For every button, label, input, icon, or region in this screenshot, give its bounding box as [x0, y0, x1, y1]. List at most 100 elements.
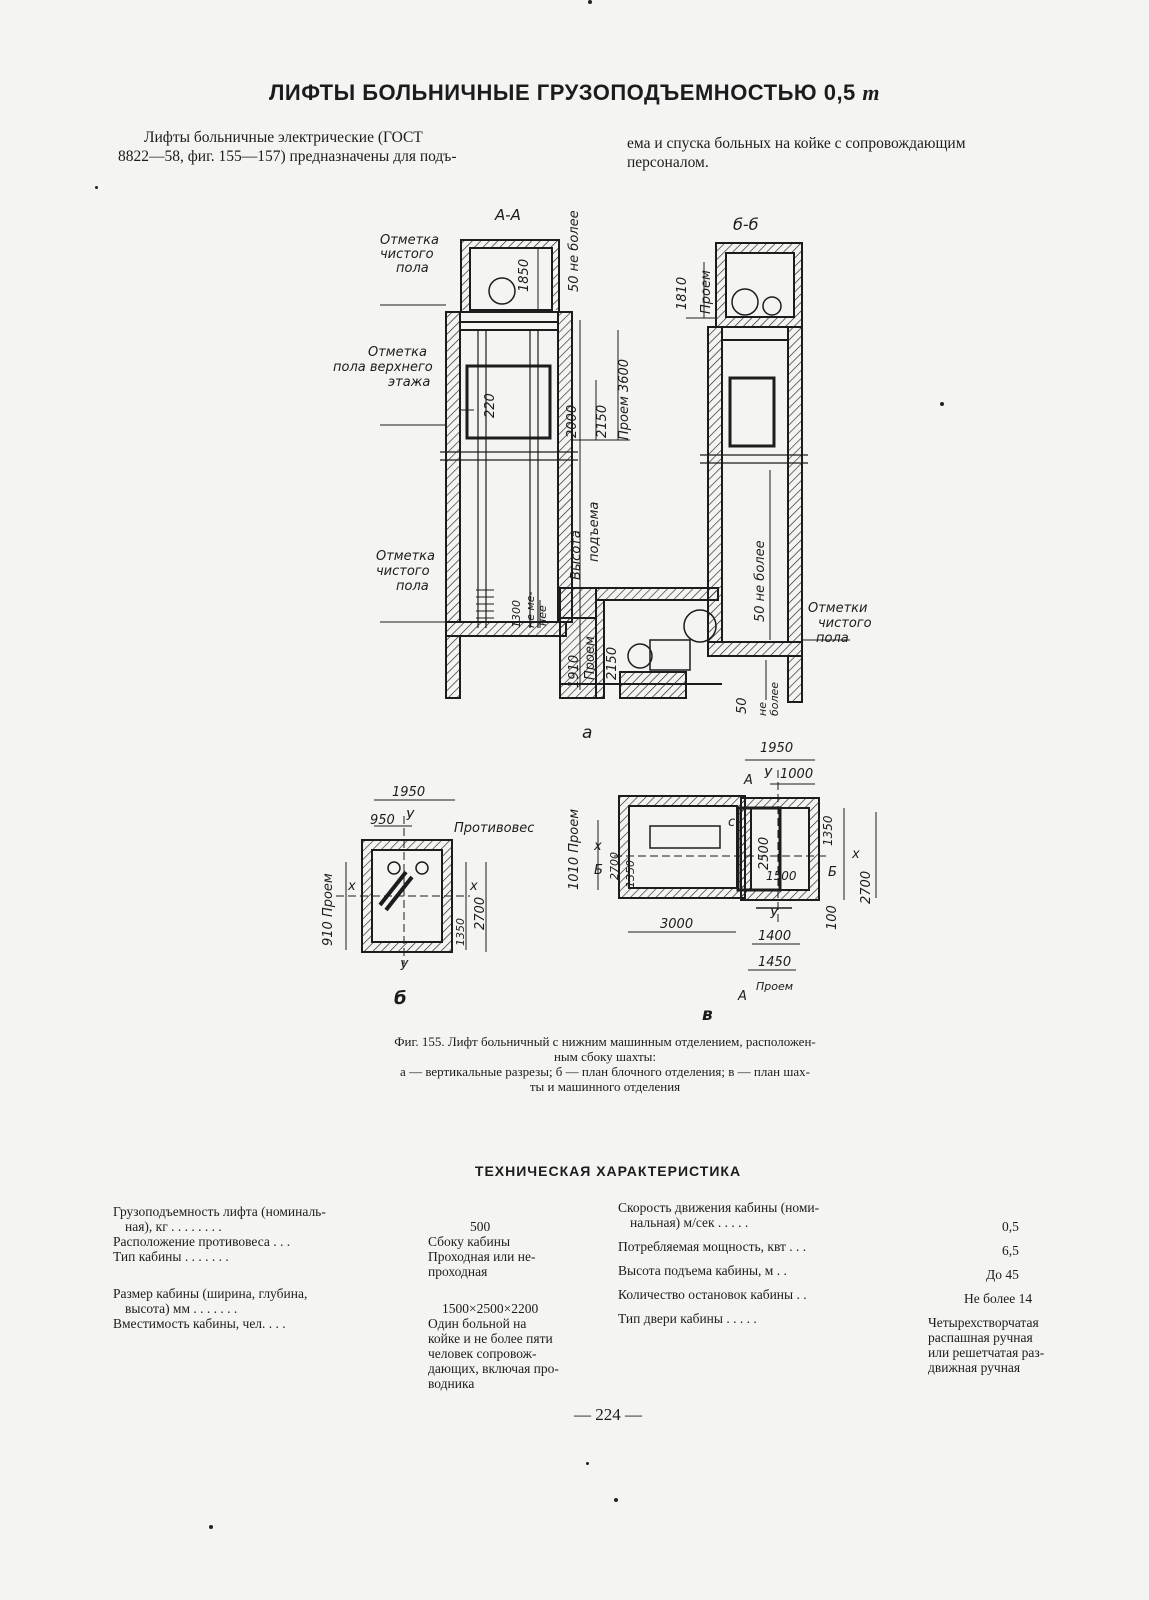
- label-upper-floor-c: этажа: [388, 375, 430, 390]
- fig-label-v: в: [702, 1005, 713, 1025]
- label-clean-floor-2c: пола: [396, 579, 429, 594]
- spec-height-value: До 45: [986, 1267, 1019, 1282]
- fig-label-a: а: [582, 723, 592, 743]
- tech-title: ТЕХНИЧЕСКАЯ ХАРАКТЕРИСТИКА: [474, 1163, 742, 1179]
- spec-right-labels: Скорость движения кабины (номи- нальная)…: [618, 1200, 908, 1326]
- dim-lift-height-a: Высота: [569, 530, 584, 580]
- dim-not-more-b: более: [768, 682, 781, 716]
- dim-1300: 1300: [510, 600, 523, 628]
- label-clean-floor-2a: Отметка: [376, 549, 435, 564]
- label-clean-floors-c: пола: [816, 631, 849, 646]
- scan-speck: [614, 1498, 618, 1502]
- plan-b: [336, 799, 487, 964]
- spec-load-label2: ная), кг . . . . . . . .: [125, 1219, 222, 1234]
- spec-speed-value: 0,5: [1002, 1219, 1019, 1234]
- plan-v-100: 100: [825, 905, 840, 930]
- dim-2000: 2000: [565, 405, 580, 438]
- spec-capacity-value2: койке и не более пяти: [428, 1331, 553, 1346]
- dim-not-less-a: не ме-: [524, 591, 537, 628]
- scan-speck: [586, 1462, 589, 1465]
- page-title: ЛИФТЫ БОЛЬНИЧНЫЕ ГРУЗОПОДЪЕМНОСТЬЮ 0,5 т: [0, 80, 1149, 106]
- label-section-aa: А-А: [494, 206, 521, 224]
- plan-v-a-bottom: А: [737, 989, 747, 1004]
- plan-b-y-bottom: У: [400, 959, 409, 974]
- plan-b-counterweight: Противовес: [454, 821, 534, 836]
- spec-door-value2: распашная ручная: [928, 1330, 1033, 1345]
- spec-capacity-value5: водника: [428, 1376, 475, 1391]
- plan-v-3000: 3000: [660, 917, 693, 932]
- spec-power-label: Потребляемая мощность, квт . . .: [618, 1239, 807, 1254]
- dim-50-max: 50 не более: [567, 210, 582, 292]
- fig-label-b: б: [394, 988, 407, 1009]
- spec-speed-label1: Скорость движения кабины (номи-: [618, 1200, 820, 1215]
- spec-cabtype-value2: проходная: [428, 1264, 488, 1279]
- plan-v-a-top: А: [743, 773, 753, 788]
- plan-v-y-top: У: [764, 767, 773, 782]
- section-bb-shaft: [700, 242, 808, 703]
- spec-left-labels: Грузоподъемность лифта (номиналь- ная), …: [113, 1204, 403, 1331]
- dim-50-max-b: 50 не более: [753, 540, 768, 622]
- caption-line3: а — вертикальные разрезы; б — план блочн…: [400, 1064, 810, 1079]
- spec-cabtype-value1: Проходная или не-: [428, 1249, 536, 1264]
- label-clean-floor-2b: чистого: [376, 564, 430, 579]
- spec-capacity-value3: человек сопровож-: [428, 1346, 537, 1361]
- plan-v-1350-r: 1350: [821, 815, 835, 846]
- spec-cw-label: Расположение противовеса . . .: [113, 1234, 291, 1249]
- spec-door-label: Тип двери кабины . . . . .: [618, 1311, 757, 1326]
- spec-size-label2: высота) мм . . . . . . .: [125, 1301, 238, 1316]
- plan-v-b-left: Б: [594, 863, 603, 878]
- intro-left-line1: Лифты больничные электрические (ГОСТ: [144, 129, 423, 146]
- plan-v-1950: 1950: [760, 741, 793, 756]
- page-number: — 224 —: [574, 1405, 642, 1424]
- spec-door-value4: движная ручная: [928, 1360, 1021, 1375]
- spec-capacity-value1: Один больной на: [428, 1316, 527, 1331]
- spec-cw-value: Сбоку кабины: [428, 1234, 511, 1249]
- plan-v-1000: 1000: [780, 767, 813, 782]
- plan-v-2500: 2500: [757, 837, 772, 870]
- dim-opening-b: Проем: [699, 270, 714, 314]
- caption-line4: ты и машинного отделения: [529, 1079, 681, 1094]
- plan-b-y-top: У: [406, 809, 415, 824]
- intro-left-column: Лифты больничные электрические (ГОСТ 882…: [118, 128, 603, 166]
- spec-speed-label2: нальная) м/сек . . . . .: [630, 1215, 749, 1230]
- label-clean-floor-1b: чистого: [380, 247, 434, 262]
- intro-right-line2: персоналом.: [627, 154, 709, 171]
- plan-v-opening: Проем: [756, 980, 793, 993]
- spec-capacity-value4: дающих, включая про-: [428, 1361, 559, 1376]
- scan-speck: [940, 402, 944, 406]
- caption-line2: ным сбоку шахты:: [553, 1049, 657, 1064]
- plan-b-x-left: х: [347, 879, 356, 894]
- section-aa-shaft: [440, 239, 578, 699]
- plan-b-2700: 2700: [473, 897, 488, 930]
- plan-v-c: с: [728, 815, 735, 830]
- label-clean-floors-b: чистого: [818, 616, 872, 631]
- figure-caption: Фиг. 155. Лифт больничный с нижним машин…: [310, 1034, 900, 1094]
- plan-b-x-right: х: [469, 879, 478, 894]
- plan-v-2700: 2700: [608, 852, 621, 880]
- plan-v-opening-1010: 1010 Проем: [567, 809, 582, 890]
- plan-v-x-left: х: [593, 839, 602, 854]
- intro-left-line2: 8822—58, фиг. 155—157) предназначены для…: [118, 148, 457, 165]
- spec-height-label: Высота подъема кабины, м . .: [618, 1263, 787, 1278]
- plan-v: [597, 759, 877, 971]
- dim-2150-b: 2150: [605, 647, 620, 680]
- intro-right-column: ема и спуска больных на койке с сопровож…: [627, 134, 1107, 172]
- dim-1850: 1850: [517, 259, 532, 292]
- plan-v-1450: 1450: [758, 955, 791, 970]
- spec-stops-label: Количество остановок кабины . .: [618, 1287, 807, 1302]
- spec-cabtype-label: Тип кабины . . . . . . .: [113, 1249, 229, 1264]
- label-upper-floor-a: Отметка: [368, 345, 427, 360]
- dim-1910: 1910: [567, 655, 582, 688]
- spec-door-value1: Четырехстворчатая: [928, 1315, 1039, 1330]
- spec-right-values: 0,5 6,5 До 45 Не более 14 Четырехстворча…: [928, 1219, 1098, 1375]
- plan-b-1950: 1950: [392, 785, 425, 800]
- label-clean-floors-a: Отметки: [808, 601, 867, 616]
- plan-v-2700-r: 2700: [859, 871, 874, 904]
- dim-not-less-b: нее: [536, 605, 549, 626]
- spec-load-label1: Грузоподъемность лифта (номиналь-: [113, 1204, 326, 1219]
- plan-b-1350: 1350: [454, 918, 467, 946]
- spec-stops-value: Не более 14: [964, 1291, 1033, 1306]
- label-section-bb: б-б: [733, 215, 759, 234]
- scan-speck: [95, 186, 98, 189]
